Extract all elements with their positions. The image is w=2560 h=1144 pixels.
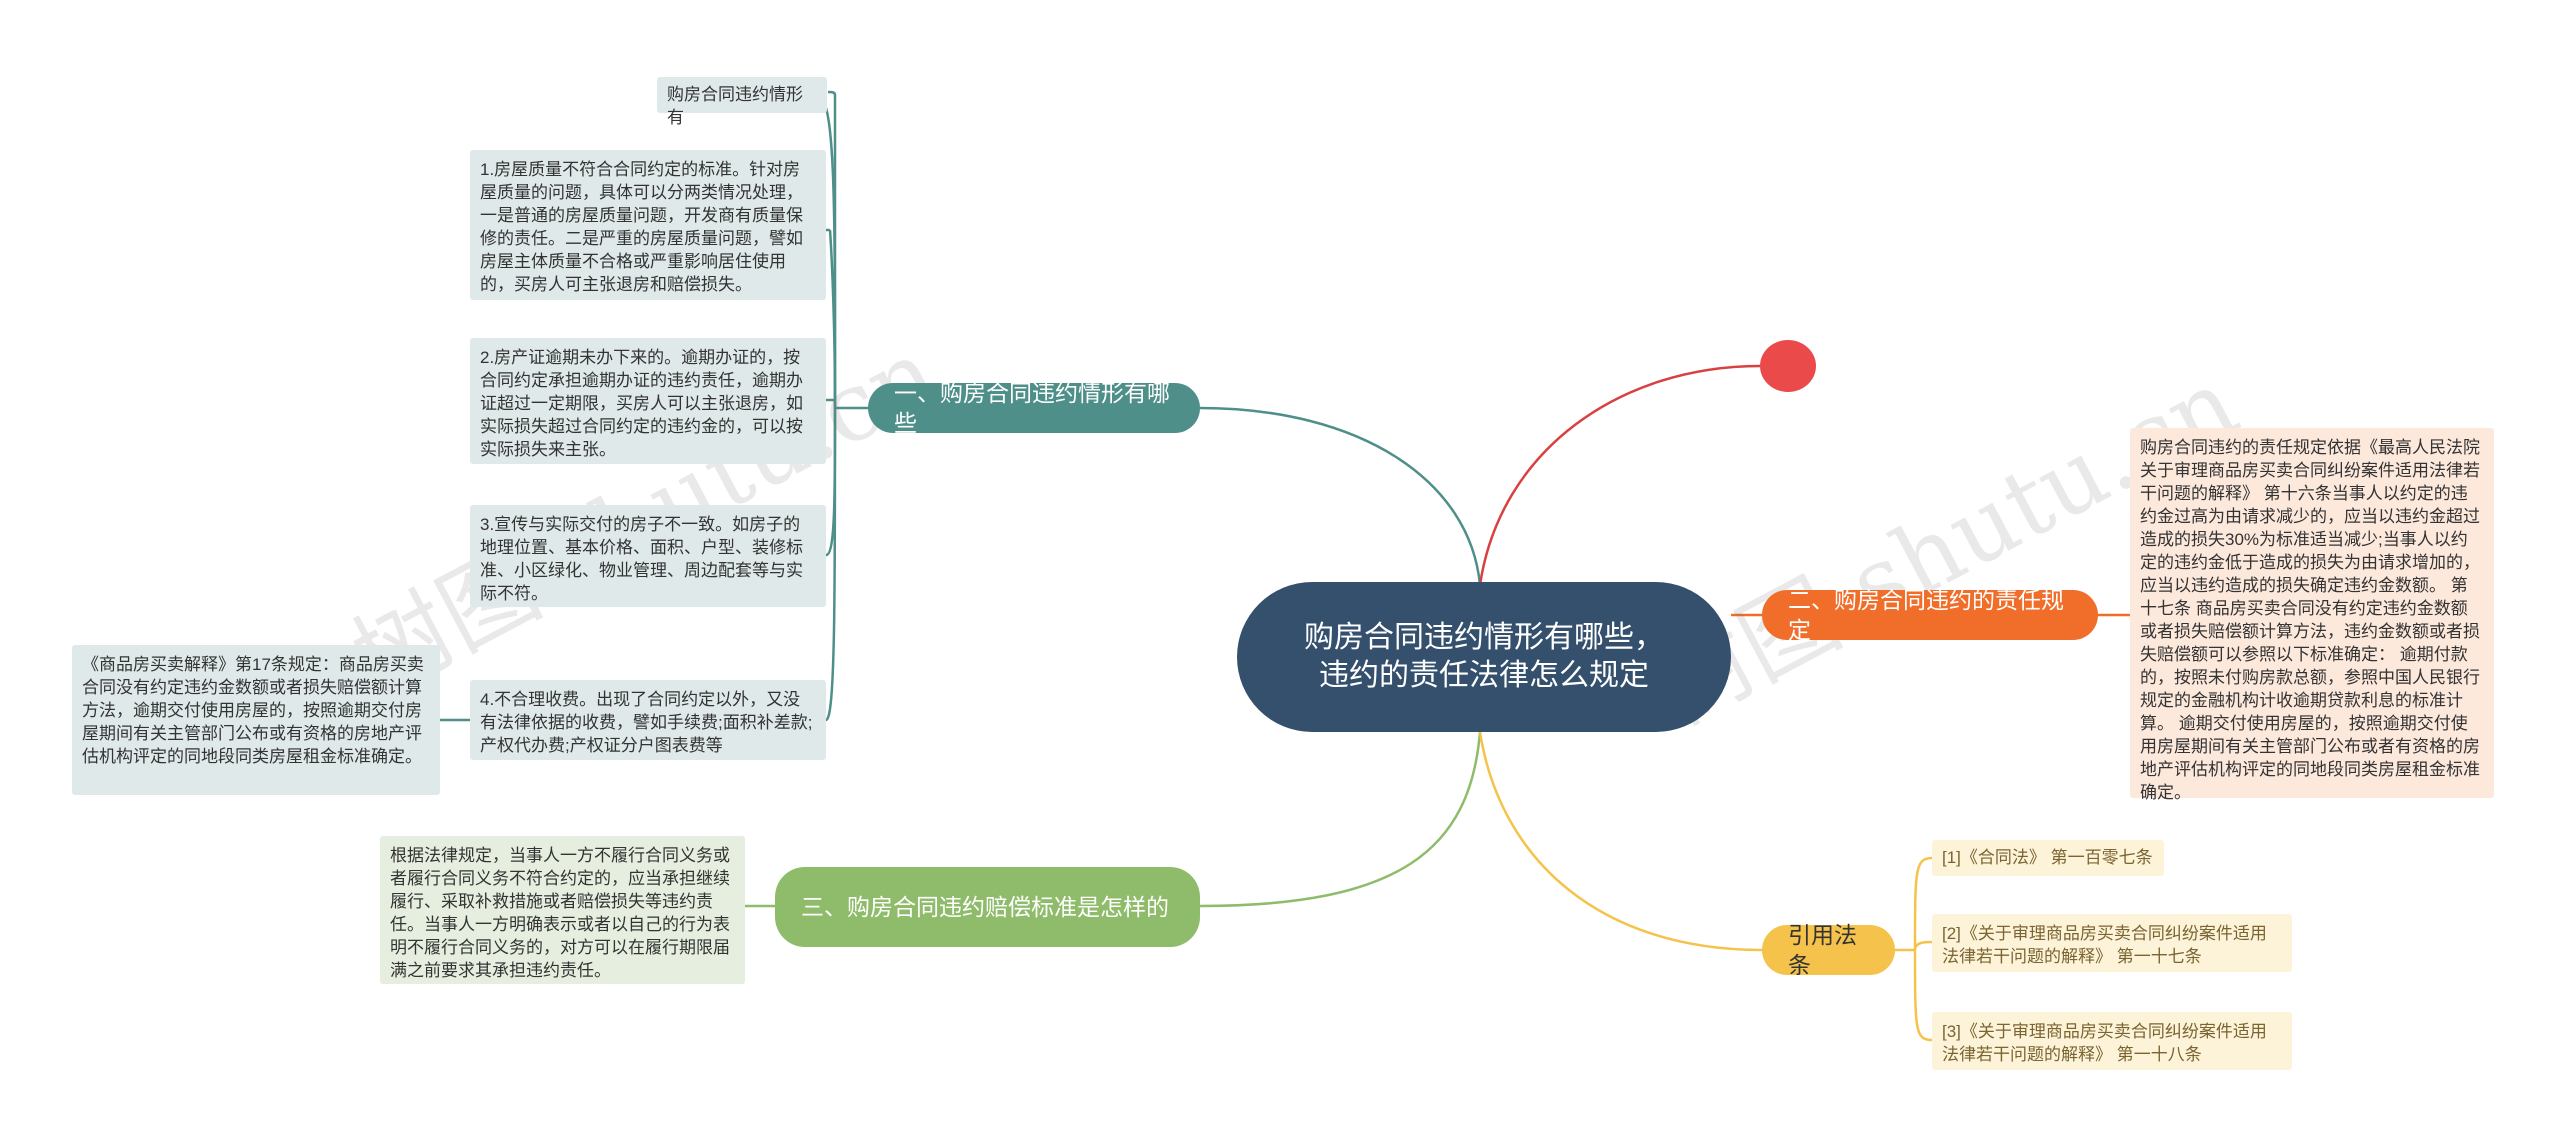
leaf-liability-provisions-text: 购房合同违约的责任规定依据《最高人民法院关于审理商品房买卖合同纠纷案件适用法律若…	[2140, 438, 2480, 802]
leaf-housing-interpretation-art17-text: 《商品房买卖解释》第17条规定：商品房买卖合同没有约定违约金数额或者损失赔偿额计…	[82, 655, 424, 766]
branch-liability-topic[interactable]: 二、购房合同违约的责任规定	[1762, 587, 2098, 643]
branch-liability-label: 二、购房合同违约的责任规定	[1788, 587, 2064, 643]
branch-compensation-topic[interactable]: 三、购房合同违约赔偿标准是怎样的	[775, 867, 1200, 947]
leaf-violation-advertising[interactable]: 3.宣传与实际交付的房子不一致。如房子的地理位置、基本价格、面积、户型、装修标准…	[470, 505, 826, 607]
leaf-violations-intro[interactable]: 购房合同违约情形有	[657, 77, 827, 127]
leaf-cited-law-3-text: [3]《关于审理商品房买卖合同纠纷案件适用法律若干问题的解释》 第一十八条	[1942, 1022, 2267, 1064]
leaf-violations-intro-text: 购房合同违约情形有	[667, 85, 803, 127]
leaf-violation-certificate[interactable]: 2.房产证逾期未办下来的。逾期办证的，按合同约定承担逾期办证的违约责任，逾期办证…	[470, 338, 826, 464]
leaf-violation-quality-text: 1.房屋质量不符合合同约定的标准。针对房屋质量的问题，具体可以分两类情况处理，一…	[480, 160, 803, 294]
leaf-violation-fees-text: 4.不合理收费。出现了合同约定以外，又没有法律依据的收费，譬如手续费;面积补差款…	[480, 690, 813, 755]
connector-center-reddot	[1478, 364, 1761, 586]
leaf-liability-provisions[interactable]: 购房合同违约的责任规定依据《最高人民法院关于审理商品房买卖合同纠纷案件适用法律若…	[2130, 428, 2494, 802]
branch-cited-laws-label: 引用法条	[1788, 922, 1857, 978]
leaf-cited-law-1-text: [1]《合同法》 第一百零七条	[1942, 848, 2153, 867]
branch-violations-label: 一、购房合同违约情形有哪些	[894, 380, 1170, 436]
connector-center-branch4	[1478, 731, 1763, 952]
red-marker-node[interactable]	[1760, 340, 1816, 392]
leaf-violation-advertising-text: 3.宣传与实际交付的房子不一致。如房子的地理位置、基本价格、面积、户型、装修标准…	[480, 515, 803, 603]
leaf-cited-law-1[interactable]: [1]《合同法》 第一百零七条	[1932, 840, 2164, 876]
leaf-violation-quality[interactable]: 1.房屋质量不符合合同约定的标准。针对房屋质量的问题，具体可以分两类情况处理，一…	[470, 150, 826, 300]
leaf-cited-law-3[interactable]: [3]《关于审理商品房买卖合同纠纷案件适用法律若干问题的解释》 第一十八条	[1932, 1012, 2292, 1070]
leaf-cited-law-2-text: [2]《关于审理商品房买卖合同纠纷案件适用法律若干问题的解释》 第一十七条	[1942, 924, 2267, 966]
connector-branch1-leaves	[819, 94, 868, 410]
branch-cited-laws-topic[interactable]: 引用法条	[1762, 922, 1895, 978]
connector-center-branch1	[1199, 406, 1482, 586]
leaf-violation-fees[interactable]: 4.不合理收费。出现了合同约定以外，又没有法律依据的收费，譬如手续费;面积补差款…	[470, 680, 826, 760]
branch-compensation-label: 三、购房合同违约赔偿标准是怎样的	[801, 894, 1169, 920]
leaf-violation-certificate-text: 2.房产证逾期未办下来的。逾期办证的，按合同约定承担逾期办证的违约责任，逾期办证…	[480, 348, 803, 459]
leaf-cited-law-2[interactable]: [2]《关于审理商品房买卖合同纠纷案件适用法律若干问题的解释》 第一十七条	[1932, 914, 2292, 972]
branch-violations-topic[interactable]: 一、购房合同违约情形有哪些	[868, 380, 1200, 436]
leaf-compensation-standard[interactable]: 根据法律规定，当事人一方不履行合同义务或者履行合同义务不符合约定的，应当承担继续…	[380, 836, 745, 984]
connector-center-branch3	[1199, 731, 1482, 908]
leaf-compensation-standard-text: 根据法律规定，当事人一方不履行合同义务或者履行合同义务不符合约定的，应当承担继续…	[390, 846, 730, 980]
leaf-housing-interpretation-art17[interactable]: 《商品房买卖解释》第17条规定：商品房买卖合同没有约定违约金数额或者损失赔偿额计…	[72, 645, 440, 795]
central-topic[interactable]: 购房合同违约情形有哪些，违约的责任法律怎么规定	[1237, 582, 1731, 732]
central-topic-label: 购房合同违约情形有哪些，违约的责任法律怎么规定	[1304, 621, 1664, 692]
